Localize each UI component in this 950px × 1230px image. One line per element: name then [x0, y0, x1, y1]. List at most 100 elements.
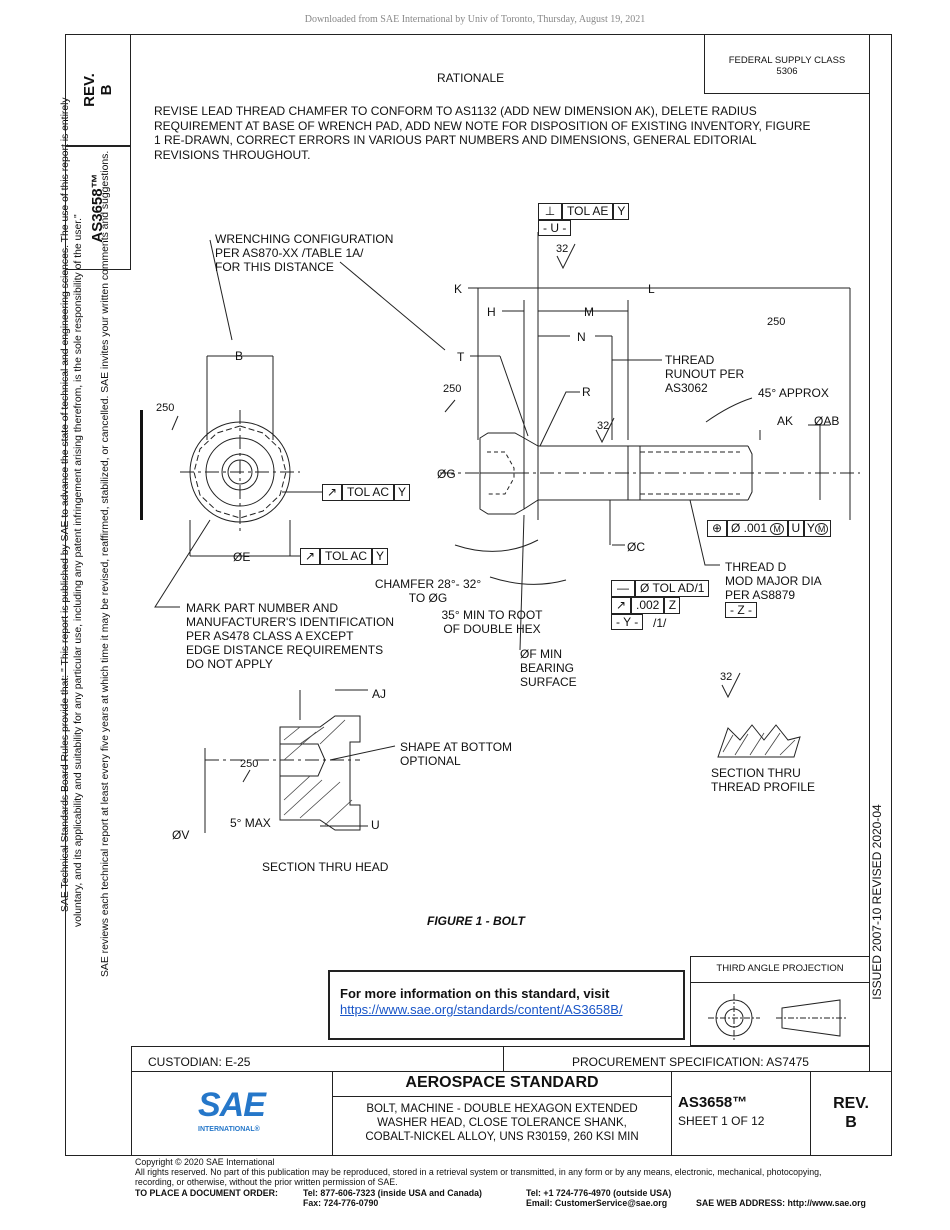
section-head-outline: [279, 715, 361, 831]
fax: Fax: 724-776-0790: [303, 1198, 379, 1208]
tol-ae-frame: ⊥ TOL AE Y: [538, 203, 630, 220]
rationale-line: REVISE LEAD THREAD CHAMFER TO CONFORM TO…: [154, 104, 757, 118]
info-text: For more information on this standard, v…: [340, 986, 610, 1001]
sheet-number: SHEET 1 OF 12: [678, 1114, 765, 1128]
dim-u: U: [371, 818, 380, 832]
thread-d-note: THREAD D MOD MAJOR DIA PER AS8879: [725, 560, 822, 602]
right-strip-divider: [869, 34, 870, 1044]
dim-e: ØE: [233, 550, 251, 564]
dim-h: H: [487, 305, 496, 319]
tel-usa: Tel: 877-606-7323 (inside USA and Canada…: [303, 1188, 482, 1198]
section-thread-label: SECTION THRU THREAD PROFILE: [711, 766, 815, 794]
rationale-text: REVISE LEAD THREAD CHAMFER TO CONFORM TO…: [154, 104, 854, 162]
projection-box: [690, 956, 870, 1046]
tol-002-datum: Z: [664, 597, 681, 614]
info-box: For more information on this standard, v…: [328, 970, 685, 1040]
shape-bottom-note: SHAPE AT BOTTOM OPTIONAL: [400, 740, 512, 768]
dim-v: ØV: [172, 828, 190, 842]
supply-class-box: FEDERAL SUPPLY CLASS 5306: [704, 34, 870, 94]
dim-b: B: [235, 349, 244, 363]
finish-32-shank: 32: [597, 420, 610, 432]
thread-runout-line: AS3062: [665, 381, 708, 395]
order-contacts-outside: Tel: +1 724-776-4970 (outside USA) Email…: [526, 1188, 671, 1208]
projection-label: THIRD ANGLE PROJECTION: [690, 956, 870, 983]
footer: Copyright © 2020 SAE International All r…: [135, 1157, 895, 1187]
standard-link[interactable]: https://www.sae.org/standards/content/AS…: [340, 1002, 623, 1017]
approx-45: 45° APPROX: [758, 386, 829, 400]
tol-ac-datum: Y: [372, 548, 389, 565]
dim-aj: AJ: [372, 687, 387, 701]
tol-ad-frame: — Ø TOL AD/1: [611, 580, 710, 597]
straightness-icon: —: [611, 580, 635, 597]
description-line: WASHER HEAD, CLOSE TOLERANCE SHANK,: [377, 1117, 627, 1129]
mark-part-line: MARK PART NUMBER AND: [186, 601, 339, 615]
perpendicularity-icon: ⊥: [538, 203, 562, 220]
finish-32-top: 32: [556, 243, 569, 255]
mark-part-line: DO NOT APPLY: [186, 657, 273, 671]
wrenching-note: WRENCHING CONFIGURATION PER AS870-XX /TA…: [215, 232, 393, 274]
mark-part-line: MANUFACTURER'S IDENTIFICATION: [186, 615, 395, 629]
ratio-note: /1/: [653, 616, 667, 630]
chamfer-line: CHAMFER 28°- 32°: [374, 577, 482, 591]
dim-n: N: [577, 330, 586, 344]
rationale-line: REQUIREMENT AT BASE OF WRENCH PAD, ADD N…: [154, 118, 811, 133]
rationale-line: 1 RE-DRAWN, CORRECT ERRORS IN VARIOUS PA…: [154, 133, 757, 147]
bearing-note: ØF MIN BEARING SURFACE: [520, 647, 577, 689]
dim-m: M: [584, 305, 594, 319]
standard-description: BOLT, MACHINE - DOUBLE HEXAGON EXTENDED …: [332, 1102, 672, 1144]
doc-number-box: [65, 146, 131, 270]
rev-box: [65, 34, 131, 146]
section-head-label: SECTION THRU HEAD: [262, 860, 389, 874]
rationale-title: RATIONALE: [437, 71, 505, 85]
chamfer-line: TO ØG: [408, 591, 448, 605]
position-datum-u: U: [787, 520, 804, 537]
runout-arrow-icon: ↗: [322, 484, 342, 501]
thread-runout-line: RUNOUT PER: [665, 367, 745, 381]
finish-250-front: 250: [156, 402, 175, 414]
bearing-line: ØF MIN: [520, 647, 562, 661]
order-contacts-usa: Tel: 877-606-7323 (inside USA and Canada…: [303, 1188, 482, 1208]
tol-ae-value: TOL AE: [562, 203, 614, 220]
thread-runout-line: THREAD: [665, 353, 715, 367]
tol-002-value: .002: [631, 597, 665, 614]
tol-ac-frame-1: ↗ TOL AC Y: [322, 484, 411, 501]
web-address: SAE WEB ADDRESS: http://www.sae.org: [696, 1198, 866, 1208]
thread-d-line: MOD MAJOR DIA: [725, 574, 822, 588]
datum-y-box: - Y -: [611, 614, 644, 630]
rev-label-bottom: REV.: [833, 1095, 869, 1112]
wrenching-line: PER AS870-XX /TABLE 1A/: [215, 246, 364, 260]
tol-002-frame: ↗ .002 Z: [611, 597, 681, 614]
finish-32-thread: 32: [720, 671, 733, 683]
dim-l: L: [648, 282, 655, 296]
supply-class-line2: 5306: [776, 66, 798, 77]
mmc-icon: M: [814, 523, 829, 535]
thread-runout-note: THREAD RUNOUT PER AS3062: [665, 353, 744, 395]
wrenching-line: FOR THIS DISTANCE: [215, 260, 334, 274]
projection-symbol: [708, 994, 846, 1042]
position-datum-y: Y: [806, 521, 815, 535]
chamfer-note: CHAMFER 28°- 32° TO ØG: [373, 577, 483, 605]
tol-ac-frame-2: ↗ TOL AC Y: [300, 548, 389, 565]
finish-250-head: 250: [443, 383, 462, 395]
rev-value-bottom: B: [845, 1114, 857, 1131]
sae-logo-sub: INTERNATIONAL®: [198, 1126, 260, 1133]
tol-ac-value: TOL AC: [342, 484, 395, 501]
datum-z-box: - Z -: [725, 602, 757, 618]
section-thread-line: THREAD PROFILE: [711, 780, 816, 794]
email: Email: CustomerService@sae.org: [526, 1198, 668, 1208]
dim-c: ØC: [627, 540, 645, 554]
dim-ak: AK: [777, 414, 794, 428]
min-root-line: OF DOUBLE HEX: [443, 622, 541, 636]
finish-250-right: 250: [767, 316, 786, 328]
tol-ad-value: Ø TOL AD/1: [635, 580, 710, 597]
dim-g: ØG: [437, 467, 456, 481]
description-line: BOLT, MACHINE - DOUBLE HEXAGON EXTENDED: [366, 1103, 638, 1115]
min-root-note: 35° MIN TO ROOT OF DOUBLE HEX: [440, 608, 544, 636]
figure-caption: FIGURE 1 - BOLT: [427, 914, 525, 928]
doc-number-cell: AS3658™ SHEET 1 OF 12: [671, 1071, 811, 1156]
wrenching-line: WRENCHING CONFIGURATION: [215, 232, 394, 246]
thread-d-line: PER AS8879: [725, 588, 796, 602]
section-thread-line: SECTION THRU: [711, 766, 801, 780]
order-label: TO PLACE A DOCUMENT ORDER:: [135, 1188, 278, 1198]
